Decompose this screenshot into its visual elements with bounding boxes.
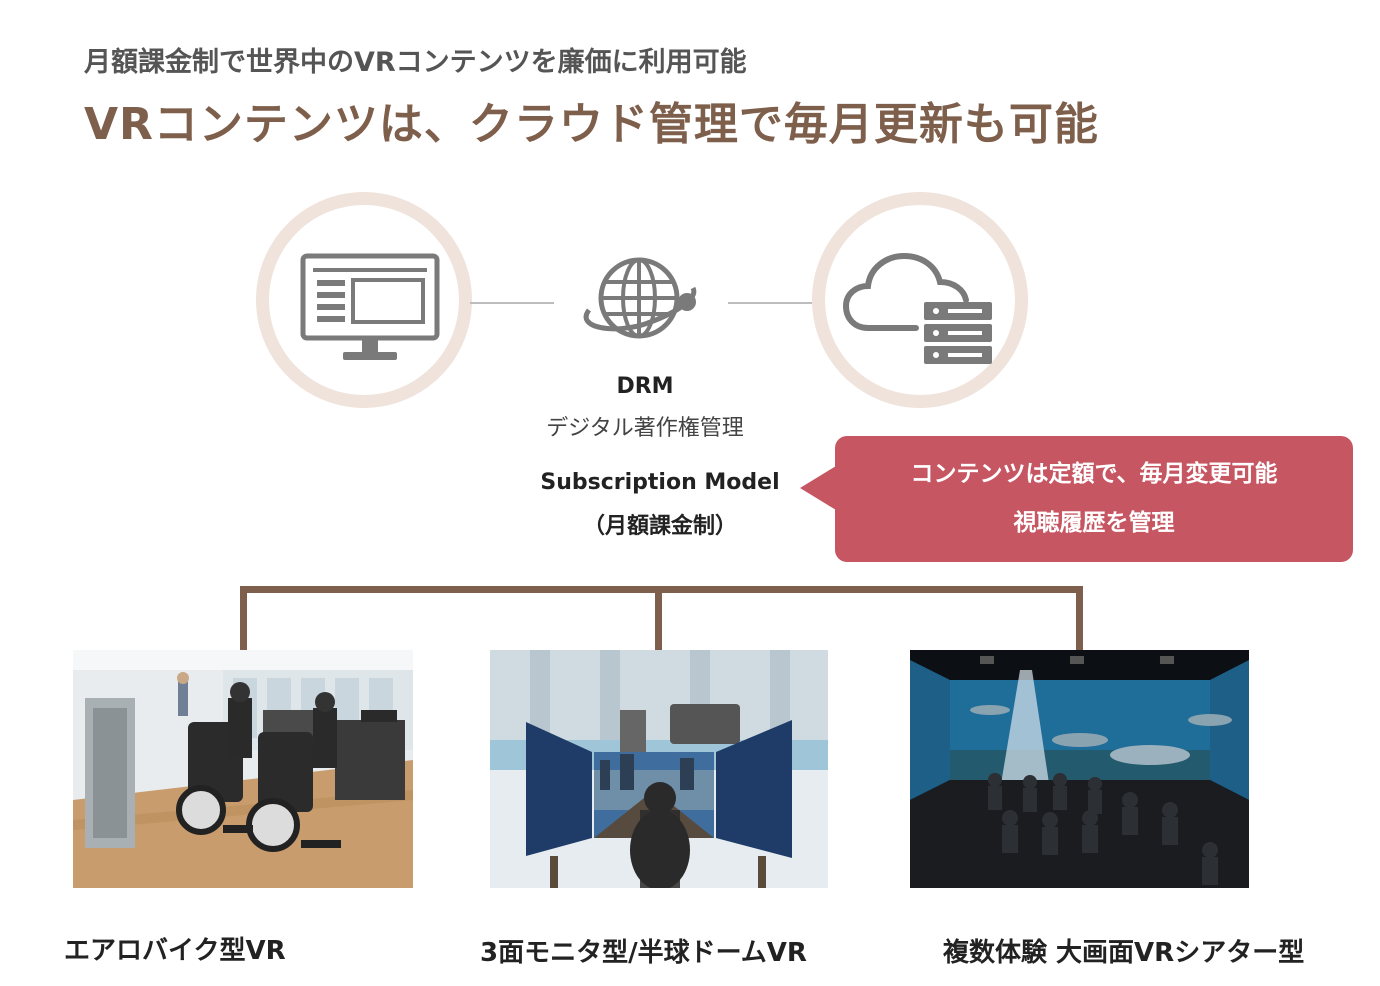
connector-left — [470, 302, 554, 304]
branch-drop-center — [655, 586, 662, 650]
cloud-server-icon — [842, 252, 992, 364]
callout-line-1: コンテンツは定額で、毎月変更可能 — [910, 461, 1278, 487]
branch-drop-left — [240, 586, 247, 650]
connector-right — [728, 302, 812, 304]
page-subtitle: 月額課金制で世界中のVRコンテンツを廉価に利用可能 — [84, 47, 747, 78]
three-monitor-vr-image — [490, 650, 828, 888]
caption-theater-vr: 複数体験 大画面VRシアター型 — [943, 938, 1305, 968]
subscription-jp-label: （月額課金制） — [582, 514, 737, 539]
drm-description: デジタル著作権管理 — [546, 416, 744, 441]
callout-tail — [800, 466, 836, 510]
callout-box — [835, 436, 1353, 562]
drm-label: DRM — [616, 374, 674, 399]
caption-aerobike-vr: エアロバイク型VR — [64, 936, 286, 966]
page-title: VRコンテンツは、クラウド管理で毎月更新も可能 — [84, 99, 1099, 150]
callout-line-2: 視聴履歴を管理 — [1013, 510, 1175, 536]
monitor-icon — [300, 253, 440, 360]
globe-orbit-icon — [583, 257, 697, 339]
subscription-label: Subscription Model — [540, 470, 780, 495]
aerobike-vr-image — [73, 650, 413, 888]
caption-three-monitor-vr: 3面モニタ型/半球ドームVR — [480, 938, 807, 968]
branch-drop-right — [1076, 586, 1083, 650]
theater-vr-image — [910, 650, 1249, 888]
